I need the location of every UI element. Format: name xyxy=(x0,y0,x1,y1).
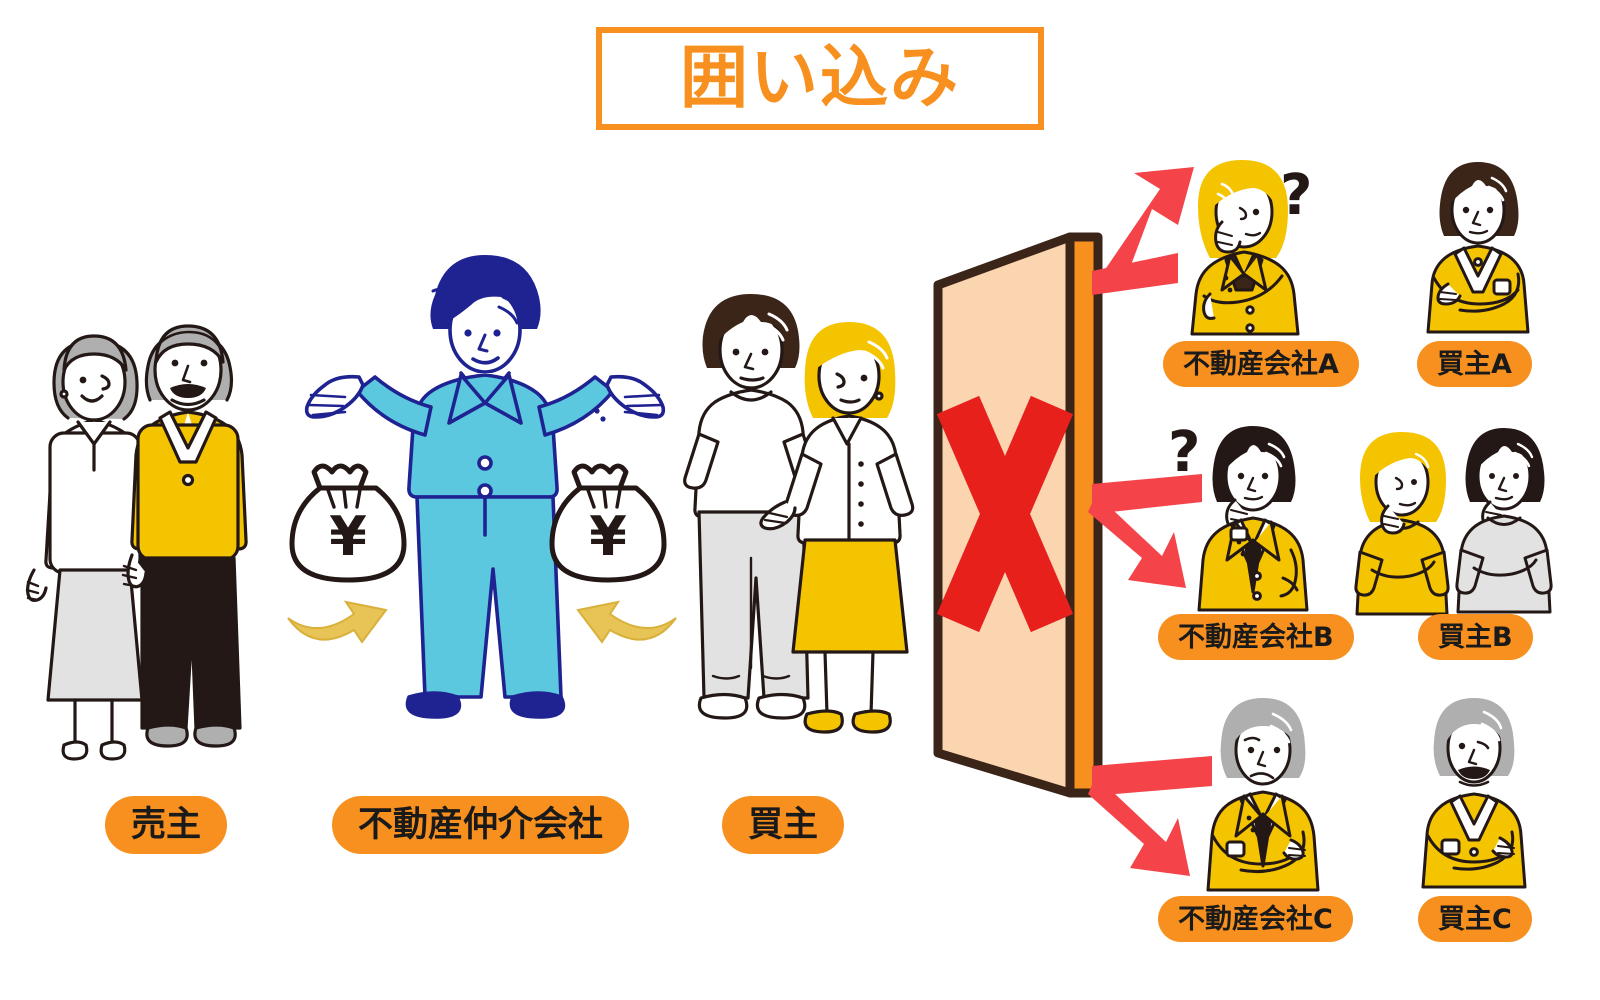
label-buyer-c: 買主C xyxy=(1418,896,1532,942)
money-bag-left: ¥ xyxy=(288,445,408,585)
label-buyer: 買主 xyxy=(722,796,845,854)
label-broker-text: 不動産仲介会社 xyxy=(358,804,604,845)
buyer-a-illustration xyxy=(1418,152,1538,342)
label-company-b: 不動産会社B xyxy=(1158,614,1354,660)
label-seller-text: 売主 xyxy=(131,804,202,845)
broker-illustration xyxy=(285,235,680,760)
label-buyer-b: 買主B xyxy=(1418,614,1533,660)
blocked-arrow-b xyxy=(1088,468,1210,588)
company-b-illustration xyxy=(1185,418,1315,618)
x-mark xyxy=(936,395,1074,633)
blocked-arrow-a xyxy=(1090,165,1200,310)
label-company-a: 不動産会社A xyxy=(1163,341,1359,387)
label-buyer-b-text: 買主B xyxy=(1438,621,1513,653)
label-company-b-text: 不動産会社B xyxy=(1178,621,1334,653)
yen-symbol-left: ¥ xyxy=(329,505,367,568)
label-company-a-text: 不動産会社A xyxy=(1183,348,1339,380)
question-mark-b: ? xyxy=(1168,420,1201,485)
buyer-b-illustration xyxy=(1348,420,1558,620)
question-mark-a: ? xyxy=(1280,163,1313,228)
gold-arrow-right xyxy=(550,580,680,644)
gold-arrow-left xyxy=(284,580,414,644)
buyer-couple-illustration xyxy=(665,258,930,763)
buyer-c-illustration xyxy=(1412,690,1537,890)
label-buyer-text: 買主 xyxy=(748,804,819,845)
label-buyer-a-text: 買主A xyxy=(1437,348,1512,380)
label-company-c: 不動産会社C xyxy=(1158,896,1353,942)
label-buyer-a: 買主A xyxy=(1417,341,1532,387)
label-company-c-text: 不動産会社C xyxy=(1178,903,1333,935)
title-box: 囲い込み xyxy=(596,27,1044,130)
blocked-arrow-c xyxy=(1088,752,1220,877)
company-c-illustration xyxy=(1195,690,1325,895)
barrier-wall xyxy=(920,215,1120,815)
label-broker: 不動産仲介会社 xyxy=(332,796,630,854)
page-title: 囲い込み xyxy=(679,38,960,118)
yen-symbol-right: ¥ xyxy=(589,505,627,568)
seller-couple-illustration xyxy=(20,270,290,770)
money-bag-right: ¥ xyxy=(548,445,668,585)
company-a-illustration xyxy=(1178,150,1308,345)
label-seller: 売主 xyxy=(105,796,228,854)
label-buyer-c-text: 買主C xyxy=(1438,903,1512,935)
